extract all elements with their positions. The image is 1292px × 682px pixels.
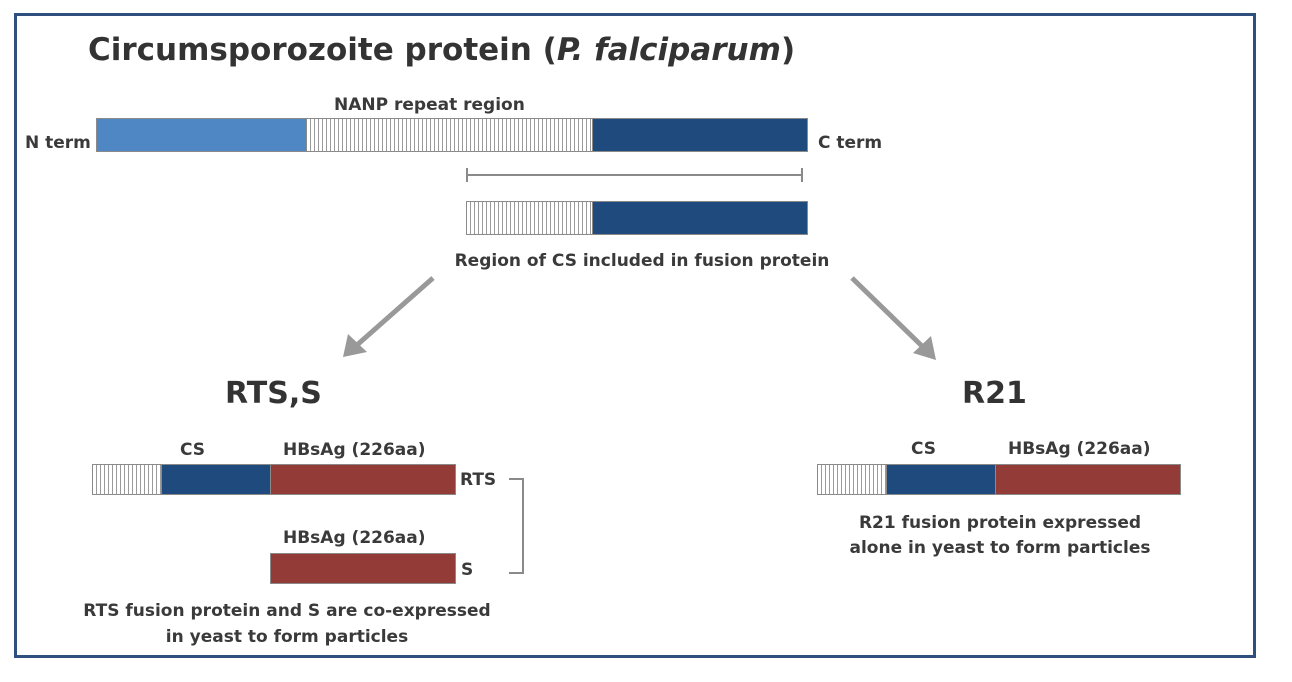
cs-nanp-repeat-segment <box>306 118 593 152</box>
s-hbsag-segment <box>270 553 456 584</box>
rts-cs-segment <box>161 464 271 495</box>
diagram-title: Circumsporozoite protein (P. falciparum) <box>88 32 796 68</box>
r21-cs-label: CS <box>911 439 937 459</box>
rtss-hbsag-label: HBsAg (226aa) <box>283 440 426 460</box>
r21-repeat-segment <box>817 464 887 495</box>
r21-hbsag-label: HBsAg (226aa) <box>1008 439 1151 459</box>
n-term-label: N term <box>25 133 91 153</box>
r21-cs-segment <box>886 464 996 495</box>
included-region-bracket <box>466 168 803 182</box>
nanp-repeat-label: NANP repeat region <box>334 95 525 115</box>
c-term-label: C term <box>818 133 883 153</box>
rtss-heading: RTS,S <box>225 376 322 411</box>
rts-hbsag-segment <box>270 464 456 495</box>
included-c-terminal-segment <box>592 201 808 235</box>
rtss-caption-line1: RTS fusion protein and S are co-expresse… <box>83 601 491 621</box>
rts-s-coexpression-bracket <box>509 478 524 574</box>
cs-n-terminal-segment <box>96 118 307 152</box>
diagram-frame <box>14 13 1256 658</box>
rts-repeat-segment <box>92 464 162 495</box>
r21-heading: R21 <box>962 376 1027 411</box>
included-repeat-segment <box>466 201 593 235</box>
species-name: P. falciparum <box>556 32 781 68</box>
s-label: S <box>461 560 474 580</box>
cs-c-terminal-segment <box>592 118 808 152</box>
s-hbsag-label: HBsAg (226aa) <box>283 528 426 548</box>
arrow-to-rtss <box>343 276 435 357</box>
included-region-label: Region of CS included in fusion protein <box>454 251 830 271</box>
rtss-caption-line2: in yeast to form particles <box>165 627 409 647</box>
r21-caption-line2: alone in yeast to form particles <box>849 538 1151 558</box>
r21-caption-line1: R21 fusion protein expressed <box>858 513 1142 533</box>
rtss-cs-label: CS <box>180 440 206 460</box>
rts-label: RTS <box>460 470 497 490</box>
r21-hbsag-segment <box>995 464 1181 495</box>
arrow-to-r21 <box>850 276 936 360</box>
